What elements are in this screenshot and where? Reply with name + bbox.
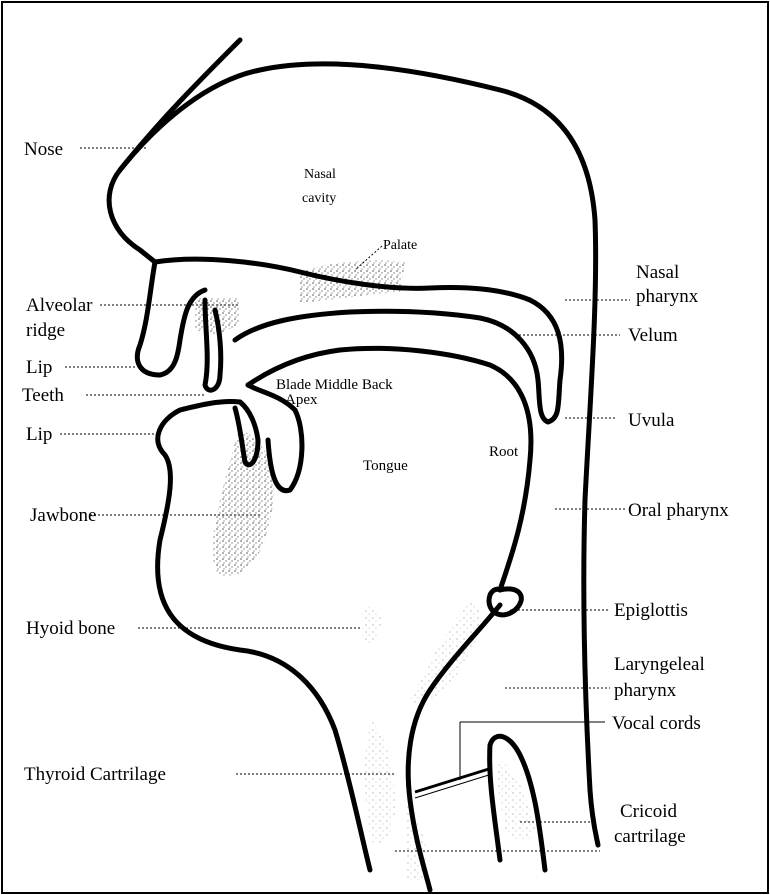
label-alveolar-ridge-1: Alveolar	[26, 295, 93, 316]
label-nasal-pharynx-2: pharynx	[636, 286, 699, 307]
epiglottis-shading	[410, 600, 481, 704]
label-oral-pharynx: Oral pharynx	[628, 500, 729, 521]
label-hyoid-bone: Hyoid bone	[26, 618, 115, 639]
label-lip-lower: Lip	[26, 424, 52, 445]
upper-lip-outline	[137, 262, 205, 375]
label-thyroid-cartilage: Thyroid Cartrilage	[24, 764, 166, 785]
label-laryngeal-pharynx-2: pharynx	[614, 680, 677, 701]
vocal-cords-line	[415, 768, 492, 792]
palate-velum-outline	[155, 259, 562, 422]
label-nasal-cavity-2: cavity	[302, 191, 336, 206]
nose-outline	[109, 40, 240, 262]
label-palate: Palate	[383, 238, 417, 253]
label-teeth: Teeth	[22, 385, 64, 406]
label-epiglottis: Epiglottis	[614, 600, 688, 621]
thyroid-shading	[365, 720, 395, 844]
label-nasal-cavity-1: Nasal	[304, 167, 336, 182]
label-vocal-cords: Vocal cords	[612, 713, 701, 734]
label-laryngeal-pharynx-1: Laryngeleal	[614, 654, 705, 675]
hyoid-shading	[362, 606, 381, 646]
label-nasal-pharynx-1: Nasal	[636, 262, 679, 283]
label-root: Root	[489, 444, 519, 460]
pharynx-back-outline	[120, 64, 598, 845]
label-nose: Nose	[24, 139, 63, 160]
label-uvula: Uvula	[628, 410, 675, 431]
label-lip-upper: Lip	[26, 357, 52, 378]
label-alveolar-ridge-2: ridge	[26, 320, 65, 341]
vocal-cords-line-2	[415, 774, 492, 798]
label-tongue: Tongue	[363, 458, 408, 474]
label-cricoid-cartilage-1: Cricoid	[620, 801, 677, 822]
label-blade-middle-back: Blade Middle Back	[276, 377, 393, 393]
label-velum: Velum	[628, 325, 678, 346]
label-apex: Apex	[285, 392, 318, 408]
label-jawbone: Jawbone	[30, 505, 96, 526]
label-cricoid-cartilage-2: cartrilage	[614, 826, 686, 847]
